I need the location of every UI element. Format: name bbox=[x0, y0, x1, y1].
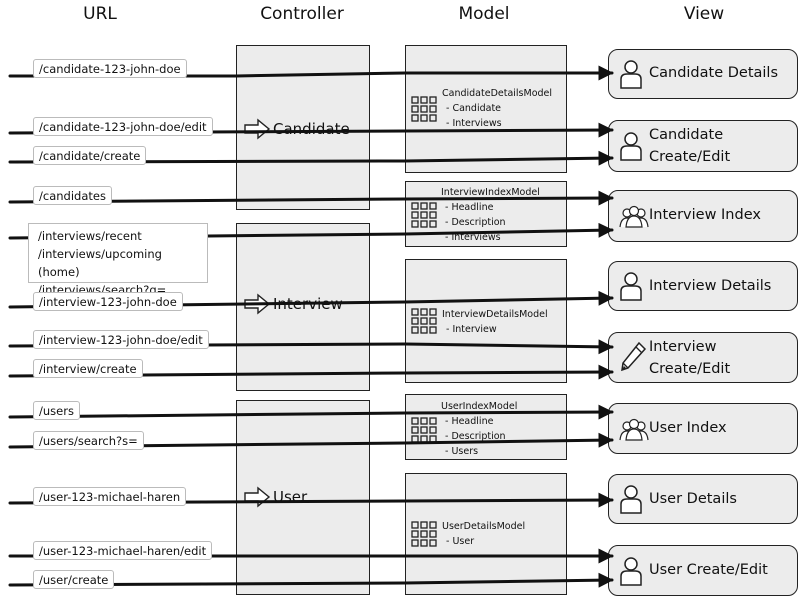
url-users: /users bbox=[33, 401, 80, 420]
view-label: Candidate Details bbox=[649, 65, 779, 81]
url-interview-details: /interview-123-john-doe bbox=[33, 292, 183, 311]
model-field: - Candidate bbox=[446, 103, 502, 114]
url-candidate-edit: /candidate-123-john-doe/edit bbox=[33, 117, 213, 136]
url-candidate-create: /candidate/create bbox=[33, 146, 147, 165]
route-line bbox=[8, 190, 614, 206]
person-icon bbox=[620, 557, 642, 586]
view-label: Interview Index bbox=[649, 207, 761, 223]
view-label: User Create/Edit bbox=[649, 562, 768, 578]
view-label-line1: Interview bbox=[649, 339, 717, 355]
url-user-details: /user-123-michael-haren bbox=[33, 487, 187, 506]
model-field: - User bbox=[446, 536, 475, 547]
user-create-edit-view: User Create/Edit bbox=[608, 545, 798, 596]
route-line bbox=[8, 572, 614, 588]
url-user-edit: /user-123-michael-haren/edit bbox=[33, 541, 213, 560]
model-name: UserIndexModel bbox=[441, 401, 518, 412]
model-field: - Description bbox=[445, 431, 506, 442]
interview-index-view: Interview Index bbox=[608, 190, 798, 242]
interview-details-view: Interview Details bbox=[608, 261, 798, 311]
url-interviews-group: /interviews/recent /interviews/upcoming … bbox=[28, 223, 208, 297]
model-field: - Interviews bbox=[445, 232, 501, 243]
url-interviews-recent: /interviews/recent bbox=[38, 229, 142, 243]
view-label-line1: Candidate bbox=[649, 127, 724, 143]
user-controller-box: User bbox=[236, 400, 370, 595]
user-index-view: User Index bbox=[608, 403, 798, 454]
url-users-search: /users/search?s= bbox=[33, 431, 144, 450]
user-index-model-box: UserIndexModel - Headline - Description … bbox=[405, 394, 567, 460]
model-name: UserDetailsModel bbox=[442, 521, 526, 532]
url-interview-create: /interview/create bbox=[33, 359, 143, 378]
grid-icon bbox=[411, 96, 437, 122]
url-candidate-details: /candidate-123-john-doe bbox=[33, 59, 187, 78]
interview-controller-box: Interview bbox=[236, 223, 370, 391]
user-details-view: User Details bbox=[608, 474, 798, 524]
user-details-model-box: UserDetailsModel - User bbox=[405, 473, 567, 595]
people-group-icon bbox=[619, 205, 649, 228]
view-label: Interview Details bbox=[649, 278, 772, 294]
person-icon bbox=[620, 60, 642, 89]
interview-index-model-box: InterviewIndexModel - Headline - Descrip… bbox=[405, 181, 567, 247]
model-field: - Users bbox=[445, 446, 479, 457]
model-name: InterviewIndexModel bbox=[441, 187, 540, 198]
candidate-controller-label: Candidate bbox=[273, 120, 350, 138]
model-name: InterviewDetailsModel bbox=[442, 309, 548, 320]
model-field: - Interview bbox=[446, 324, 497, 335]
url-user-create: /user/create bbox=[33, 570, 115, 589]
view-label: User Details bbox=[649, 491, 737, 507]
person-icon bbox=[620, 272, 642, 301]
url-candidates: /candidates bbox=[33, 186, 112, 205]
view-column-header: View bbox=[683, 4, 725, 24]
person-icon bbox=[620, 132, 642, 161]
model-field: - Description bbox=[445, 217, 506, 228]
url-column-header: URL bbox=[83, 4, 117, 24]
person-icon bbox=[620, 485, 642, 514]
model-field: - Headline bbox=[445, 202, 494, 213]
model-field: - Interviews bbox=[446, 118, 502, 129]
model-name: CandidateDetailsModel bbox=[442, 88, 553, 99]
route-line bbox=[8, 404, 614, 420]
candidate-details-model-box: CandidateDetailsModel - Candidate - Inte… bbox=[405, 45, 567, 173]
view-label-line2: Create/Edit bbox=[649, 361, 731, 377]
interview-details-model-box: InterviewDetailsModel - Interview bbox=[405, 259, 567, 383]
candidate-controller-box: Candidate bbox=[236, 45, 370, 210]
controller-column-header: Controller bbox=[260, 4, 344, 24]
grid-icon bbox=[411, 308, 437, 334]
grid-icon bbox=[411, 521, 437, 547]
model-column-header: Model bbox=[458, 4, 510, 24]
view-label-line2: Create/Edit bbox=[649, 149, 731, 165]
pencil-icon bbox=[621, 341, 647, 372]
url-interview-edit: /interview-123-john-doe/edit bbox=[33, 330, 209, 349]
model-field: - Headline bbox=[445, 416, 494, 427]
view-label: User Index bbox=[649, 420, 727, 436]
candidate-details-view: Candidate Details bbox=[608, 49, 798, 99]
url-interviews-upcoming: /interviews/upcoming (home) bbox=[38, 247, 162, 279]
grid-icon bbox=[411, 202, 437, 228]
people-group-icon bbox=[619, 418, 649, 441]
